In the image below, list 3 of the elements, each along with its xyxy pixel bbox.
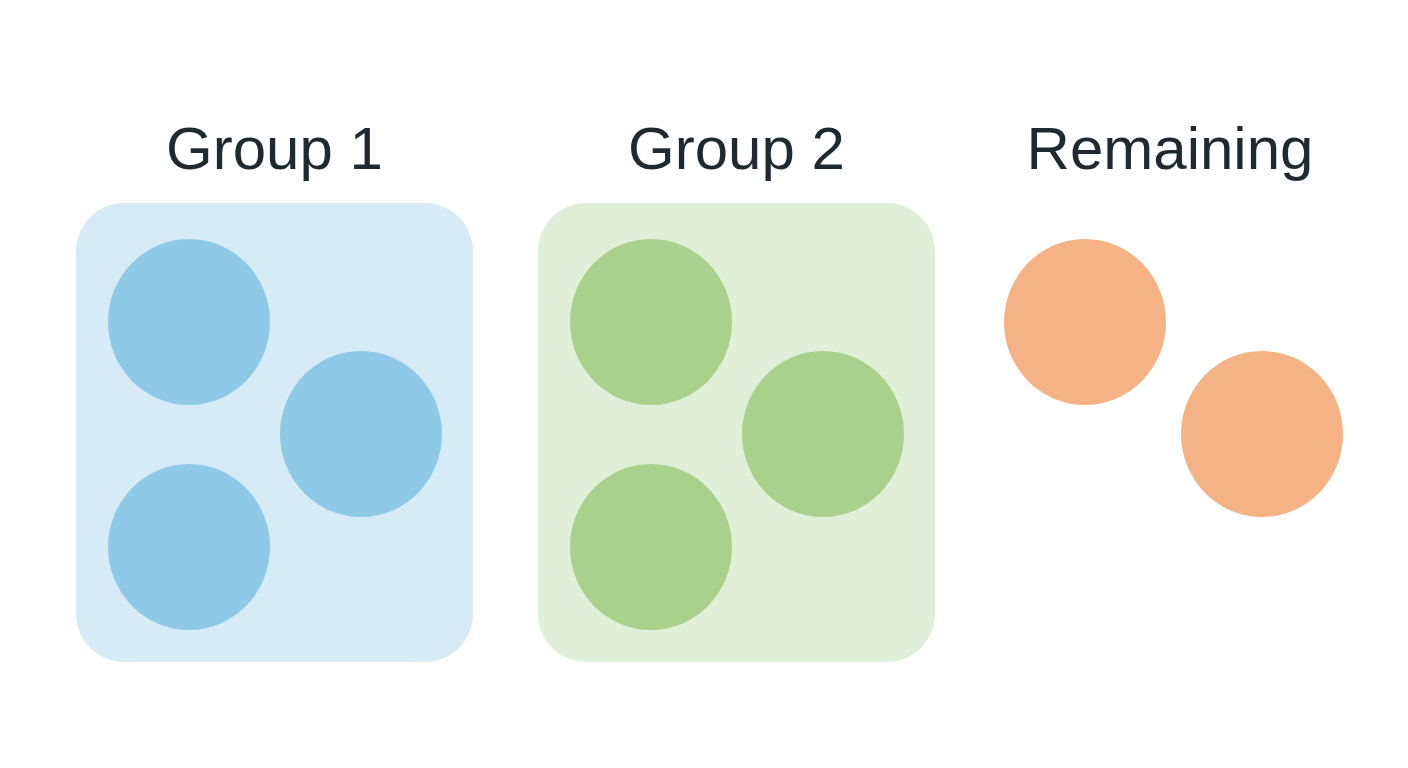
group-title: Group 1 [165,114,384,184]
group-title: Group 2 [627,114,846,184]
group-title: Remaining [1025,114,1315,184]
